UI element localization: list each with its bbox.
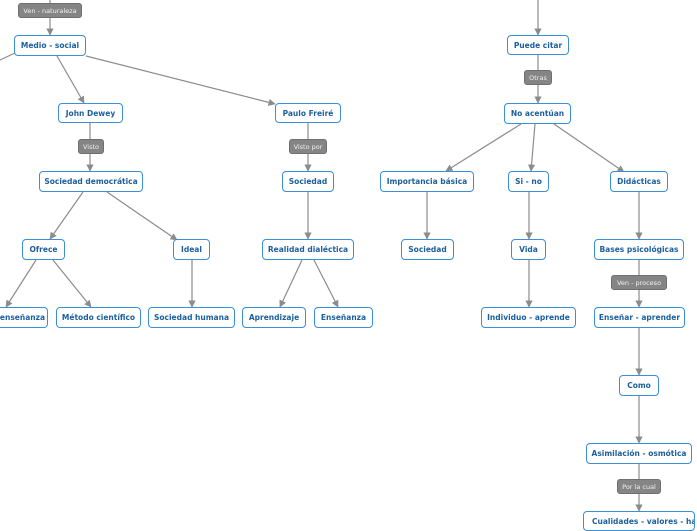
node-bases-psicologicas[interactable]: Bases psicológicas — [594, 239, 684, 260]
node-sociedad-democratica[interactable]: Sociedad democrática — [39, 171, 143, 192]
label-visto-por[interactable]: Visto por — [289, 139, 327, 154]
node-asimilacion-osmotica[interactable]: Asimilación - osmótica — [586, 443, 692, 464]
node-ensenanza-freire[interactable]: Enseñanza — [314, 307, 373, 328]
edge-medio-social-to-john-dewey — [56, 55, 85, 104]
node-si-no[interactable]: Si - no — [508, 171, 549, 192]
edge-medio-social-to-paulo-freire — [85, 55, 276, 106]
edge-realidad-to-aprendizaje — [279, 259, 303, 308]
edge-ofrece-to-metodo-cientifico — [52, 259, 92, 308]
node-individuo-aprende[interactable]: Individuo - aprende — [481, 307, 576, 328]
label-ven-proceso[interactable]: Ven - proceso — [611, 275, 667, 290]
connector-layer — [0, 0, 643, 512]
node-sociedad-importancia[interactable]: Sociedad — [401, 239, 454, 260]
node-no-acentuan[interactable]: No acentúan — [504, 103, 571, 124]
edge-medio-social-to-offscreen — [0, 52, 16, 61]
node-vida[interactable]: Vida — [511, 239, 546, 260]
node-aprendizaje[interactable]: Aprendizaje — [242, 307, 306, 328]
node-ensenanza-left[interactable]: enseñanza — [0, 307, 48, 328]
edge-sociedad-democratica-to-ideal — [106, 191, 178, 241]
edge-no-acentuan-to-importancia — [445, 123, 522, 172]
label-por-la-cual[interactable]: Por la cual — [617, 479, 661, 494]
edge-no-acentuan-to-didacticas — [553, 123, 625, 173]
node-sociedad-freire[interactable]: Sociedad — [282, 171, 334, 192]
label-otras[interactable]: Otras — [524, 70, 552, 85]
node-didacticas[interactable]: Didácticas — [610, 171, 668, 192]
node-paulo-freire[interactable]: Paulo Freiré — [275, 103, 341, 123]
node-realidad-dialectica[interactable]: Realidad dialéctica — [262, 239, 354, 260]
node-medio-social[interactable]: Medio - social — [14, 35, 86, 56]
node-como[interactable]: Como — [619, 375, 659, 396]
node-ideal[interactable]: Ideal — [173, 239, 210, 260]
node-metodo-cientifico[interactable]: Método científico — [56, 307, 141, 328]
edge-ofrece-to-ensenanza — [5, 259, 37, 308]
node-ensenar-aprender[interactable]: Enseñar - aprender — [594, 307, 685, 328]
node-importancia-basica[interactable]: Importancia básica — [380, 171, 474, 192]
node-bottom-cut[interactable]: Cualidades - valores - ha — [583, 511, 695, 531]
label-ven-naturaleza[interactable]: Ven - naturaleza — [18, 3, 82, 18]
edge-realidad-to-ensenanza — [313, 259, 339, 308]
edge-no-acentuan-to-si-no — [527, 123, 536, 172]
node-sociedad-humana[interactable]: Sociedad humana — [148, 307, 235, 328]
node-puede-citar[interactable]: Puede citar — [507, 35, 569, 55]
label-visto[interactable]: Visto — [78, 139, 104, 154]
node-john-dewey[interactable]: John Dewey — [58, 103, 123, 123]
edge-sociedad-democratica-to-ofrece — [49, 191, 84, 240]
node-ofrece[interactable]: Ofrece — [22, 239, 65, 260]
